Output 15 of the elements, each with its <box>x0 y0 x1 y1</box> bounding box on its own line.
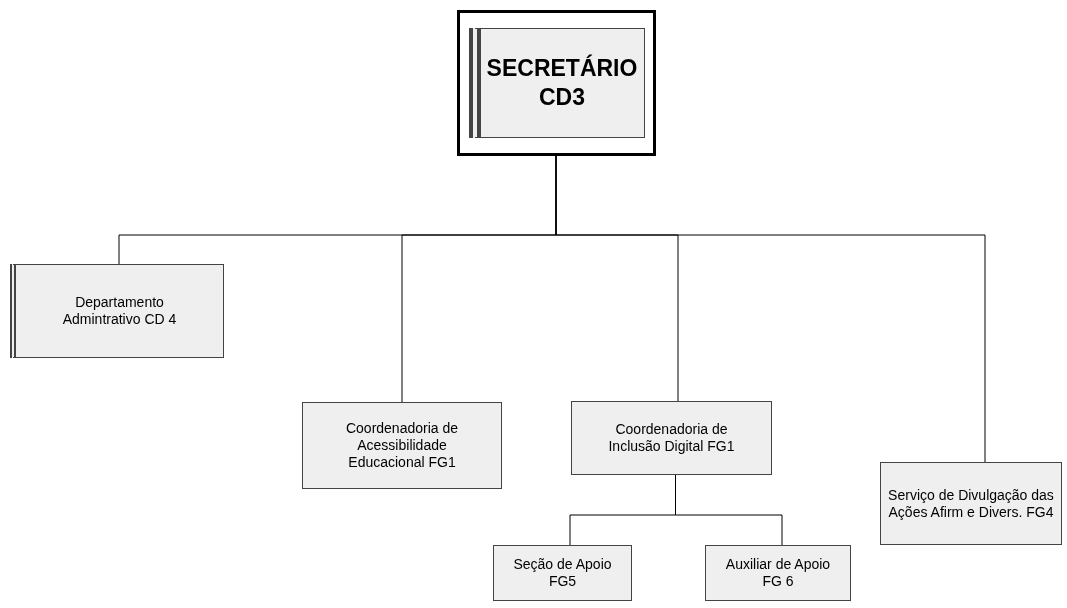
org-unit-box <box>880 462 1062 545</box>
node-label: Seção de Apoio FG5 <box>512 556 613 590</box>
node-label: Serviço de Divulgação das Ações Afirm e Divers. FG4 <box>887 486 1055 521</box>
node-label: Coordenadoria de Inclusão Digital FG1 <box>607 421 736 455</box>
node-label: SECRETÁRIO CD3 <box>485 54 639 112</box>
connector-line <box>555 155 986 463</box>
org-unit-box <box>571 401 772 475</box>
org-unit-box <box>10 264 224 358</box>
org-unit-box <box>493 545 632 601</box>
node-label: Coordenadoria de Acessibilidade Educacional FG1 <box>344 420 460 471</box>
org-unit-box <box>457 10 656 156</box>
org-unit-box <box>302 402 502 489</box>
node-label: Departamento Admintrativo CD 4 <box>61 294 178 328</box>
org-unit-box <box>705 545 851 601</box>
node-label: Auxiliar de Apoio FG 6 <box>724 556 832 590</box>
